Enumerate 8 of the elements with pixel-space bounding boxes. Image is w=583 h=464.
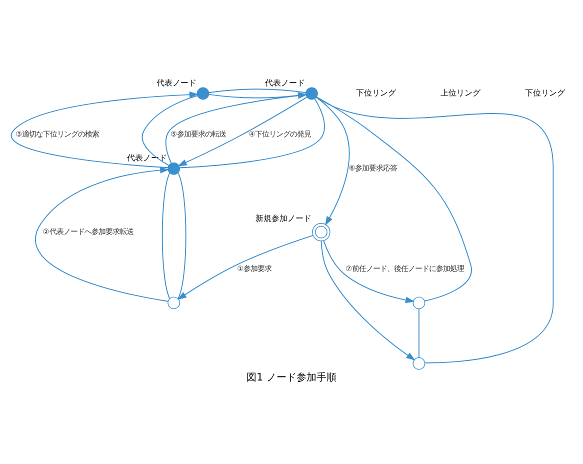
edge-label: ②代表ノードへ参加要求転送 [42,226,134,236]
caption: 図1 ノード参加手順 [246,372,336,383]
edge-label: ⑦前任ノード、後任ノードに参加処理 [345,263,464,272]
edge-label: ⑥参加要求応答 [348,162,398,172]
edge-label: ④下位リングの発見 [248,129,312,138]
edge-label: ①参加要求 [237,263,272,272]
edge-label: ③適切な下位リングの検索 [16,129,100,138]
edge-label: ⑤参加要求の転送 [170,129,226,138]
